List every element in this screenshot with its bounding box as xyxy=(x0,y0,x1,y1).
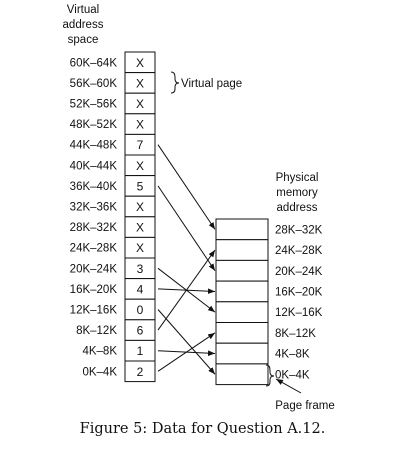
virtual-range-label: 0K–4K xyxy=(82,366,117,378)
virtual-page-row: 4K–8K 1 xyxy=(82,339,156,362)
physical-frame-row: 28K–32K xyxy=(215,218,323,241)
physical-frame-row: 0K–4K xyxy=(215,363,310,386)
virtual-page-row: 12K–16K 0 xyxy=(70,298,156,321)
virtual-page-cell xyxy=(124,360,156,383)
page-frame-label: Page frame xyxy=(275,400,334,412)
physical-range-label: 16K–20K xyxy=(275,286,323,298)
virtual-range-label: 52K–56K xyxy=(70,99,118,111)
virtual-page-entry: X xyxy=(136,221,144,235)
mapping-arrows xyxy=(157,144,216,375)
svg-text:address: address xyxy=(277,202,318,214)
physical-frame-cell xyxy=(215,239,269,261)
virtual-range-label: 60K–64K xyxy=(70,57,118,69)
virtual-page-brace xyxy=(170,71,180,94)
page-frame-pointer xyxy=(275,378,302,394)
virtual-page-entry: X xyxy=(136,97,144,111)
virtual-range-label: 12K–16K xyxy=(70,305,118,317)
virtual-range-label: 24K–28K xyxy=(70,243,118,255)
physical-range-label: 8K–12K xyxy=(275,328,316,340)
physical-frame-row: 20K–24K xyxy=(215,259,323,282)
virtual-page-row: 16K–20K 4 xyxy=(70,278,156,300)
physical-range-label: 20K–24K xyxy=(275,266,323,278)
physical-frame-cell xyxy=(215,342,269,365)
virtual-page-entry: X xyxy=(136,118,144,132)
virtual-page-row: 20K–24K 3 xyxy=(70,257,156,280)
virtual-page-entry: X xyxy=(136,56,144,70)
virtual-range-label: 56K–60K xyxy=(70,78,118,90)
svg-text:space: space xyxy=(68,34,99,46)
virtual-page-row: 48K–52K X xyxy=(70,113,156,135)
mapping-arrow xyxy=(157,144,216,230)
physical-range-label: 28K–32K xyxy=(275,224,323,236)
physical-memory-header: Physical memory address xyxy=(276,172,319,214)
physical-frame-row: 16K–20K xyxy=(215,280,323,303)
physical-frame-row: 4K–8K xyxy=(215,342,310,365)
physical-frame-cell xyxy=(215,363,269,386)
virtual-page-row: 28K–32K X xyxy=(70,216,156,238)
physical-frame-cell xyxy=(215,218,269,241)
virtual-page-row: 0K–4K 2 xyxy=(82,360,156,383)
physical-frame-row: 8K–12K xyxy=(215,322,316,344)
virtual-page-entry: X xyxy=(136,241,144,255)
physical-frame-row: 12K–16K xyxy=(215,301,323,323)
virtual-page-entry: 1 xyxy=(137,344,144,358)
virtual-page-label: Virtual page xyxy=(181,78,242,90)
virtual-page-entry: 6 xyxy=(137,324,144,338)
virtual-page-annotation: Virtual page xyxy=(170,71,242,94)
virtual-range-label: 4K–8K xyxy=(82,346,117,358)
virtual-page-entry: 0 xyxy=(137,303,144,317)
physical-frame-cell xyxy=(215,301,269,323)
virtual-page-entry: 7 xyxy=(137,138,144,152)
virtual-page-entry: X xyxy=(136,76,144,90)
virtual-range-label: 32K–36K xyxy=(70,202,118,214)
virtual-range-label: 20K–24K xyxy=(70,263,118,275)
physical-range-label: 0K–4K xyxy=(275,369,310,381)
virtual-page-entry: X xyxy=(136,159,144,173)
virtual-page-entry: 3 xyxy=(137,262,144,276)
virtual-range-label: 36K–40K xyxy=(70,181,118,193)
physical-frame-cell xyxy=(215,259,269,282)
mapping-arrow xyxy=(157,185,216,272)
virtual-range-label: 44K–48K xyxy=(70,140,118,152)
virtual-page-row: 36K–40K 5 xyxy=(70,175,156,197)
virtual-address-header: Virtual address space xyxy=(63,4,104,46)
virtual-range-label: 8K–12K xyxy=(76,325,117,337)
virtual-range-label: 16K–20K xyxy=(70,284,118,296)
virtual-page-entry: X xyxy=(136,200,144,214)
mapping-arrow xyxy=(157,332,216,372)
virtual-range-label: 48K–52K xyxy=(70,119,118,131)
page-frame-annotation: Page frame xyxy=(265,364,335,412)
physical-frame-table: 28K–32K 24K–28K 20K–24K 16K–20K 12K–16K 8K–12… xyxy=(215,218,323,386)
virtual-range-label: 28K–32K xyxy=(70,222,118,234)
page-frame-brace xyxy=(265,364,275,387)
physical-range-label: 4K–8K xyxy=(275,349,310,361)
svg-text:Virtual: Virtual xyxy=(67,4,99,16)
physical-frame-row: 24K–28K xyxy=(215,239,323,261)
svg-text:Physical: Physical xyxy=(276,172,319,184)
svg-text:address: address xyxy=(63,19,104,31)
physical-range-label: 24K–28K xyxy=(275,245,323,257)
figure-caption: Figure 5: Data for Question A.12. xyxy=(79,421,326,437)
virtual-page-row: 52K–56K X xyxy=(70,92,156,115)
virtual-page-row: 32K–36K X xyxy=(70,195,156,218)
physical-range-label: 12K–16K xyxy=(275,307,323,319)
mapping-arrow xyxy=(157,249,216,331)
virtual-page-entry: 5 xyxy=(137,179,144,193)
virtual-page-entry: 2 xyxy=(137,365,144,379)
virtual-page-row: 44K–48K 7 xyxy=(70,133,156,156)
virtual-page-row: 60K–64K X xyxy=(70,51,156,74)
virtual-page-table: 60K–64K X 56K–60K X 52K–56K X 48K–52K X 44K–48K 7… xyxy=(70,51,156,383)
virtual-page-row: 40K–44K X xyxy=(70,154,156,177)
mapping-arrow xyxy=(157,309,216,375)
virtual-page-entry: 4 xyxy=(137,282,144,296)
physical-frame-cell xyxy=(215,322,269,344)
virtual-page-row: 56K–60K X xyxy=(70,72,156,94)
virtual-range-label: 40K–44K xyxy=(70,160,118,172)
physical-frame-cell xyxy=(215,280,269,303)
svg-text:memory: memory xyxy=(276,187,318,199)
virtual-page-row: 8K–12K 6 xyxy=(76,319,156,341)
virtual-page-row: 24K–28K X xyxy=(70,236,156,259)
